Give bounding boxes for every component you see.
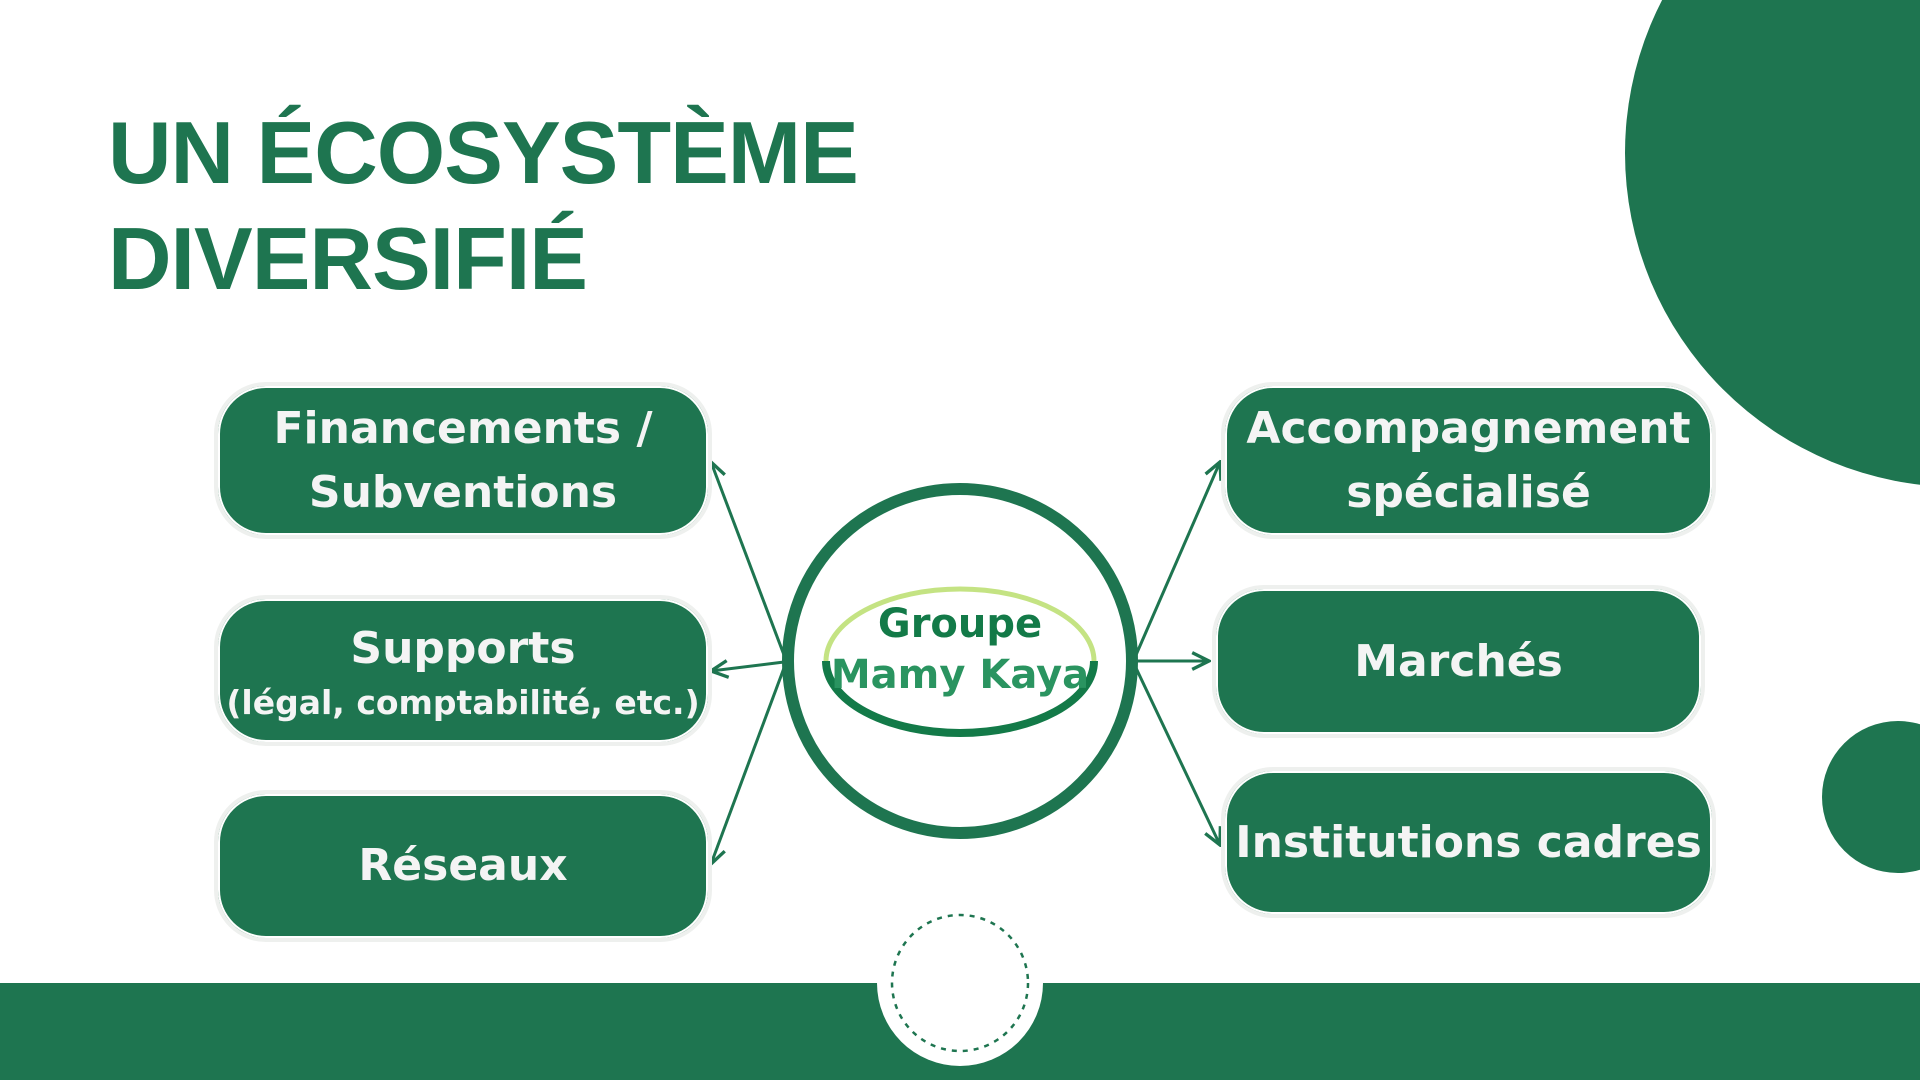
center-circle <box>782 483 1138 839</box>
arrow-to-reseaux <box>711 667 786 864</box>
node-marches: Marchés <box>1212 585 1705 738</box>
page-title: UN ÉCOSYSTÈME DIVERSIFIÉ <box>108 103 859 308</box>
logo-ellipse-bottom <box>822 660 1098 737</box>
logo-text-groupe: Groupe <box>878 601 1042 647</box>
logo-text-mamy-kaya: Mamy Kaya <box>831 652 1089 698</box>
arrow-to-supports <box>711 662 785 671</box>
dashed-circle-bg <box>877 900 1043 1066</box>
decorative-circle-right <box>1822 721 1920 873</box>
dashed-circle <box>890 913 1030 1053</box>
arrow-to-accompagnement <box>1134 462 1220 656</box>
node-accompagnement: Accompagnement spécialisé <box>1221 382 1716 539</box>
node-supports: Supports (légal, comptabilité, etc.) <box>214 595 712 746</box>
node-financements: Financements / Subventions <box>214 382 712 539</box>
node-institutions: Institutions cadres <box>1221 767 1716 918</box>
node-reseaux: Réseaux <box>214 790 712 942</box>
logo-ellipse-top <box>823 586 1097 662</box>
decorative-circle-top-right <box>1625 0 1920 485</box>
arrow-to-institutions <box>1134 667 1220 845</box>
arrow-to-financements <box>711 462 786 656</box>
